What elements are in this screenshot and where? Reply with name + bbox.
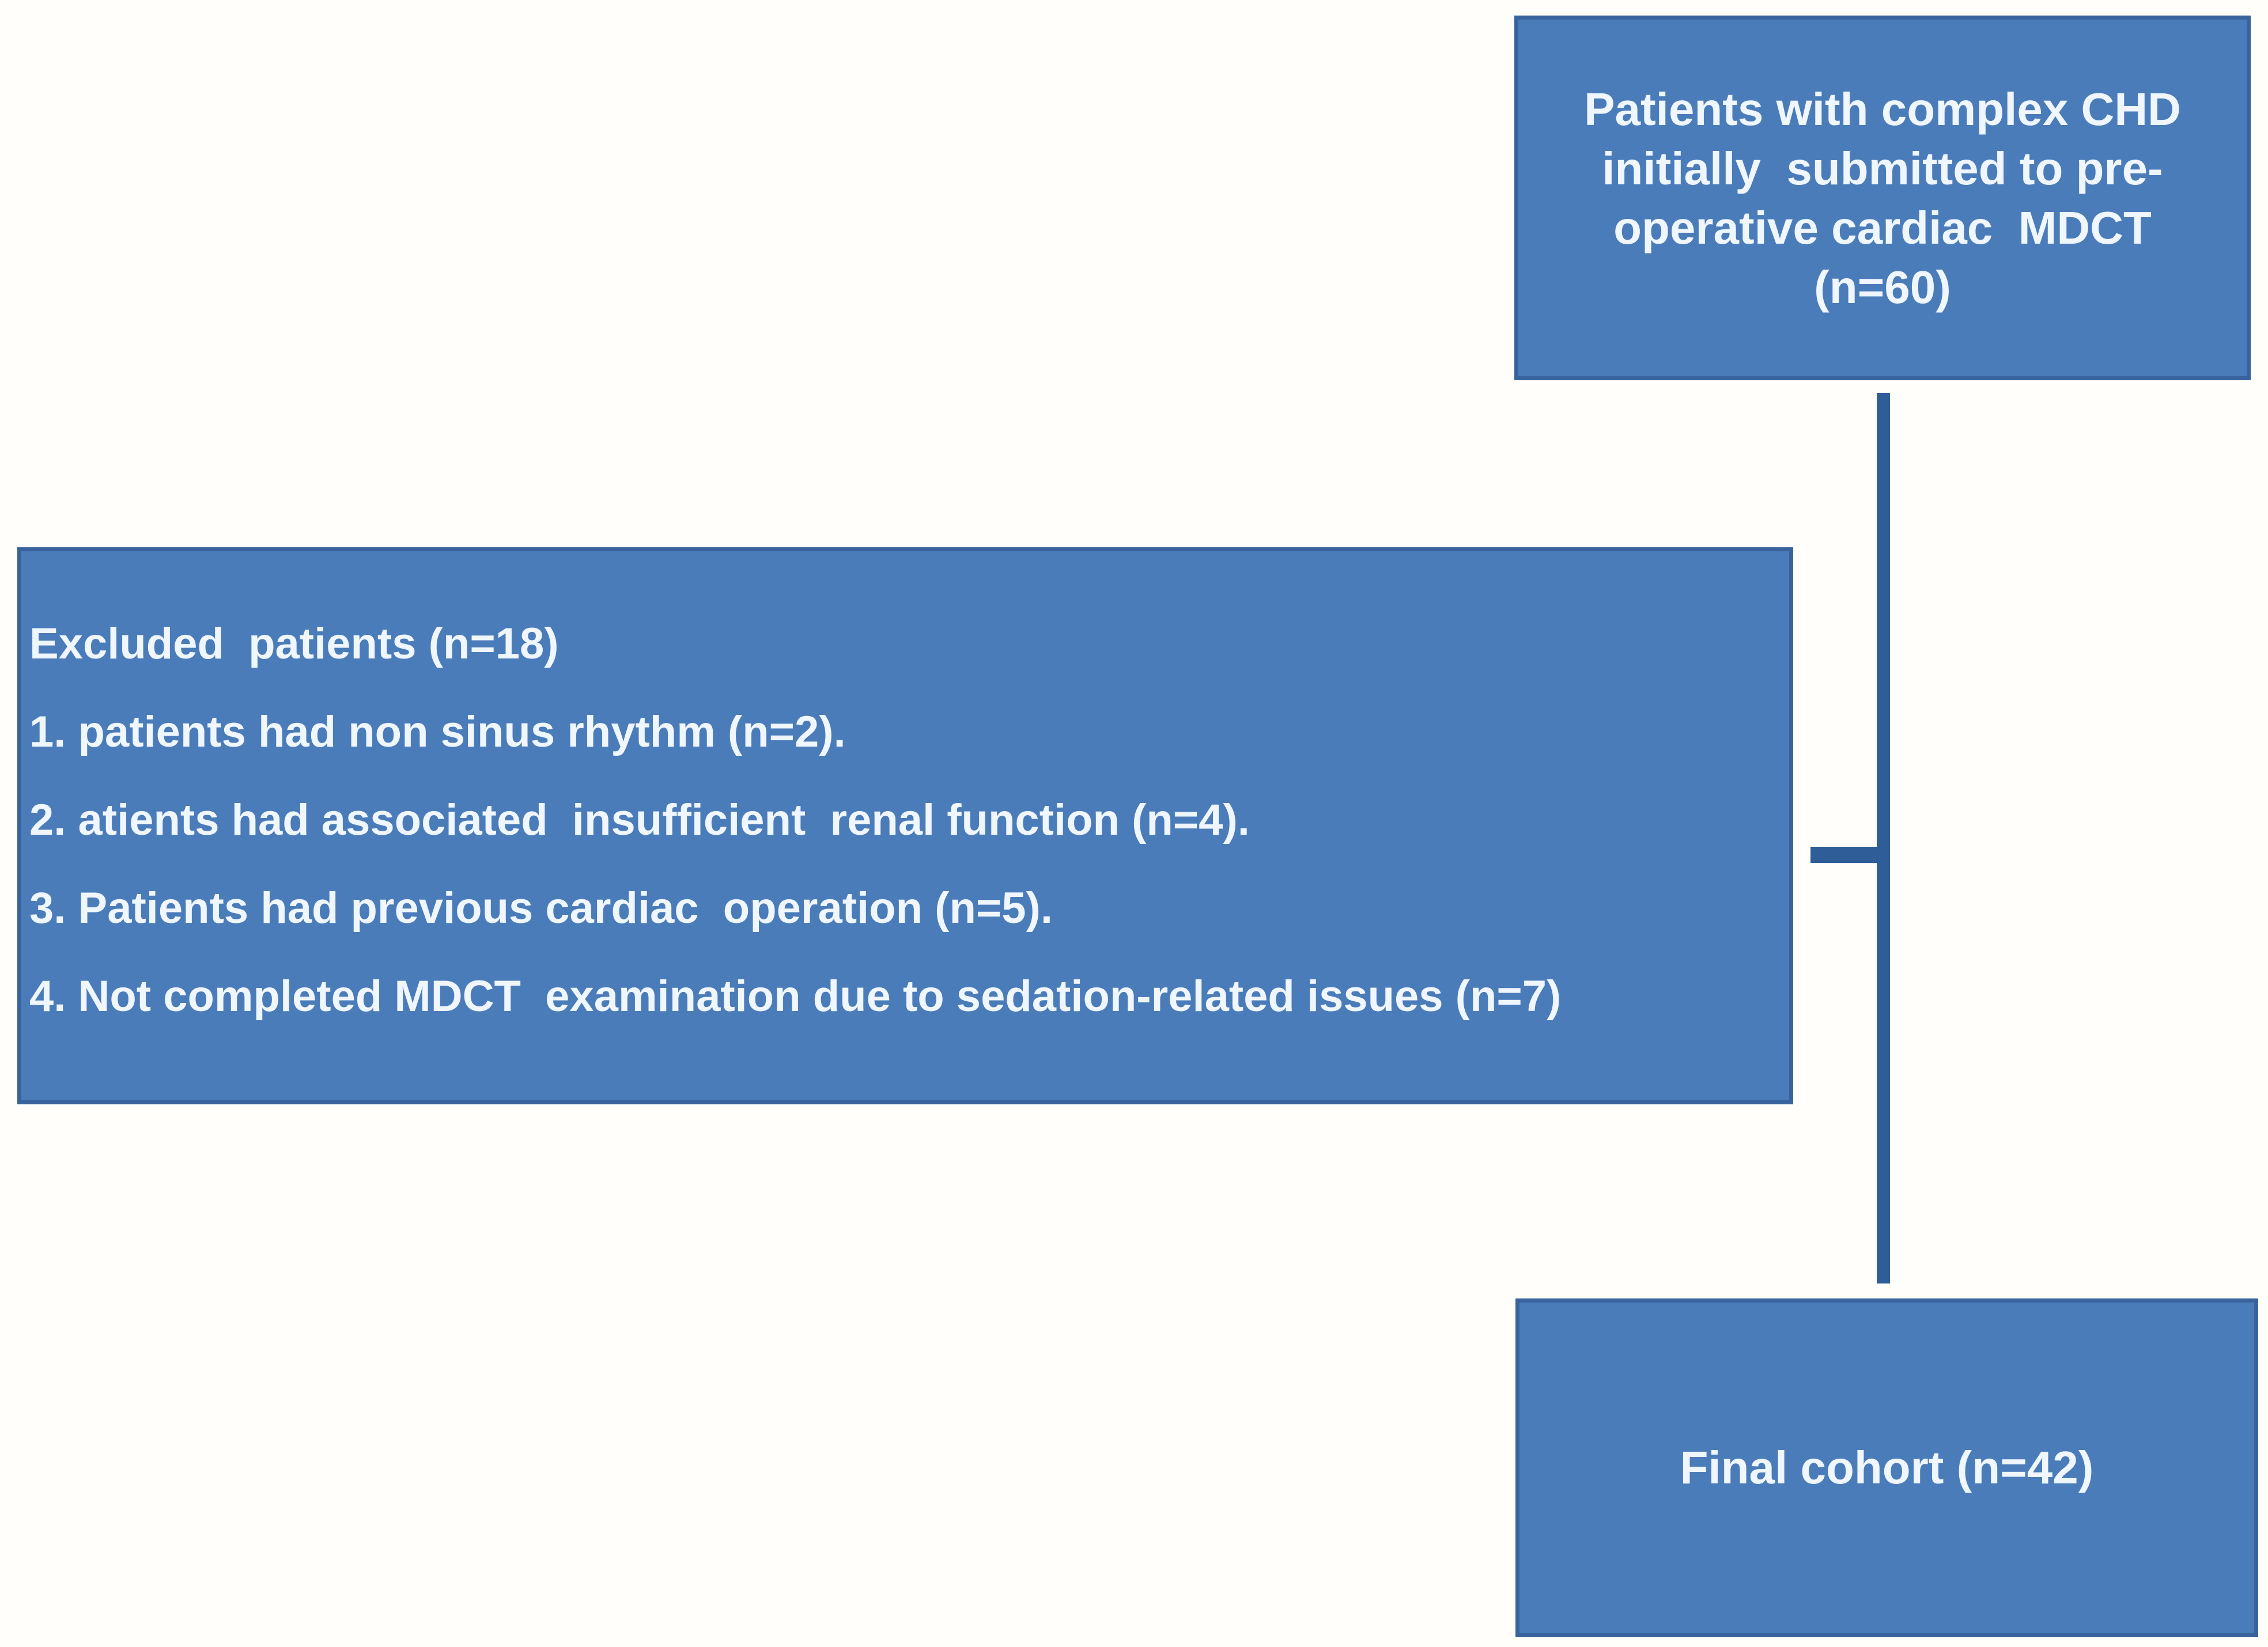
initial-cohort-text: Patients with complex CHD initially subm… xyxy=(1584,83,2181,313)
excluded-reason-4: 4. Not completed MDCT examination due to… xyxy=(29,972,1562,1021)
final-cohort-text: Final cohort (n=42) xyxy=(1680,1442,2094,1493)
final-cohort-box: Final cohort (n=42) xyxy=(1515,1298,2258,1637)
excluded-patients-title: Excluded patients (n=18) xyxy=(29,619,559,668)
excluded-reason-3: 3. Patients had previous cardiac operati… xyxy=(29,884,1053,933)
excluded-reason-2: 2. atients had associated insufficient r… xyxy=(29,796,1250,845)
connector-vertical-line xyxy=(1877,393,1890,1283)
excluded-reason-1: 1. patients had non sinus rhythm (n=2). xyxy=(29,707,846,756)
excluded-patients-box: Excluded patients (n=18) 1. patients had… xyxy=(17,547,1793,1104)
connector-horizontal-line xyxy=(1810,847,1890,863)
initial-cohort-box: Patients with complex CHD initially subm… xyxy=(1514,16,2251,380)
